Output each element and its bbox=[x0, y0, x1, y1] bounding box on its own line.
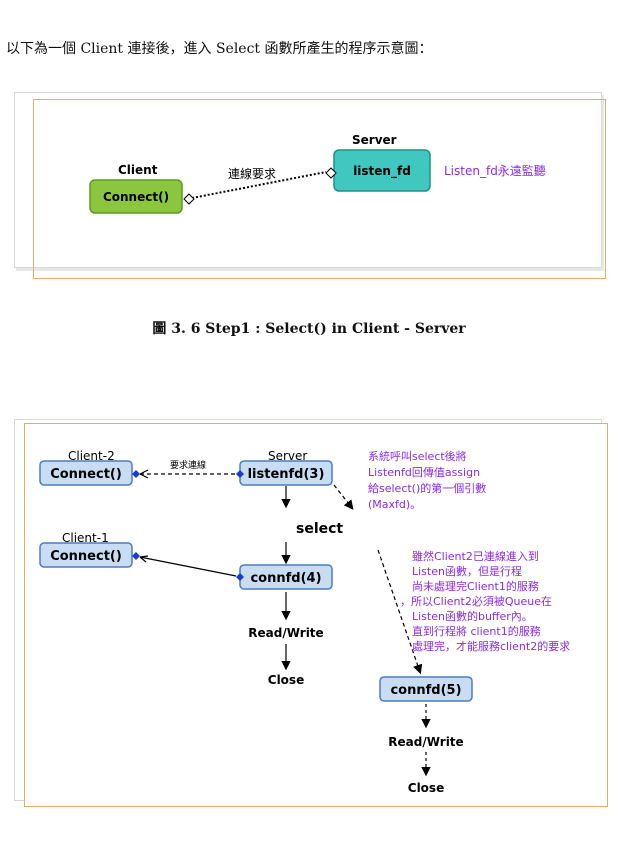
fig1-arrow-label: 連線要求 bbox=[228, 166, 276, 181]
fig2-note-mid-line: 尚未處理完Client1的服務 bbox=[412, 579, 539, 593]
fig2-note-mid-line: Listen函數，但是行程 bbox=[412, 565, 522, 578]
fig2-rw2: Read/Write bbox=[388, 735, 463, 749]
fig2-diamond-left bbox=[132, 470, 140, 478]
fig2-note-top-line: 給select()的第一個引數 bbox=[368, 481, 486, 495]
fig2-select-label: select bbox=[296, 521, 343, 537]
fig2-note-top: 系統呼叫select後將 Listenfd回傳值assign 給select()… bbox=[368, 449, 486, 511]
fig2-connfd4-box-text: connfd(4) bbox=[250, 571, 321, 586]
fig1-server-box-text: listen_fd bbox=[353, 164, 411, 179]
fig2-dashed-to-note bbox=[333, 484, 354, 510]
fig2-note-top-line: 系統呼叫select後將 bbox=[368, 449, 467, 463]
fig1-server-label: Server bbox=[352, 133, 397, 147]
fig2-note-mid: 雖然Client2已連線進入到 Listen函數，但是行程 尚未處理完Clien… bbox=[400, 549, 570, 653]
figure1-diagram: Client Connect() Server listen_fd 連線要求 L… bbox=[89, 133, 546, 214]
fig1-client-box bbox=[89, 179, 183, 214]
fig1-request-arrow bbox=[191, 171, 327, 199]
fig2-dashed-queue-arrow bbox=[377, 549, 423, 675]
fig2-close2: Close bbox=[408, 781, 444, 795]
fig2-diamond-right bbox=[236, 470, 244, 478]
fig2-client1-box-text: Connect() bbox=[50, 549, 122, 564]
fig2-note-mid-line: 處理完，才能服務client2的要求 bbox=[412, 639, 570, 653]
fig1-client-label: Client bbox=[118, 163, 158, 177]
fig2-connfd5-box bbox=[379, 676, 473, 702]
fig2-listenfd-box-text: listenfd(3) bbox=[248, 467, 325, 482]
figure1-inner-frame bbox=[33, 99, 606, 279]
fig2-diamond-c1 bbox=[132, 552, 140, 560]
fig2-note-mid-line: 直到行程將 client1的服務 bbox=[412, 624, 541, 638]
fig2-connfd5-box-text: connfd(5) bbox=[390, 683, 461, 698]
fig2-client1-connfd4-line bbox=[139, 556, 237, 577]
fig2-client2-label: Client-2 bbox=[68, 449, 115, 463]
fig1-note: Listen_fd永遠監聽 bbox=[444, 163, 546, 178]
fig2-note-mid-line: Listen函數的buffer內。 bbox=[412, 609, 533, 623]
intro-text: 以下為一個 Client 連接後，進入 Select 函數所產生的程序示意圖： bbox=[6, 41, 433, 57]
fig2-server-label: Server bbox=[268, 449, 307, 463]
fig2-diamond-connfd4 bbox=[236, 573, 244, 581]
fig2-note-mid-line: ，所以Client2必須被Queue在 bbox=[400, 595, 552, 608]
fig2-rw1: Read/Write bbox=[248, 626, 323, 640]
fig2-request-label: 要求連線 bbox=[170, 459, 206, 471]
fig1-diamond-right bbox=[325, 167, 337, 179]
figure2-inner-frame bbox=[24, 423, 608, 807]
fig2-client2-box-text: Connect() bbox=[50, 467, 122, 482]
figure1-caption: 圖 3. 6 Step1 : Select() in Client - Serv… bbox=[152, 321, 466, 337]
fig2-close1: Close bbox=[268, 673, 304, 687]
fig1-client-box-text: Connect() bbox=[103, 190, 169, 204]
fig2-client2-box bbox=[39, 460, 133, 486]
fig2-note-top-line: Listenfd回傳值assign bbox=[368, 466, 480, 479]
fig2-note-top-line: (Maxfd)。 bbox=[368, 498, 421, 511]
fig2-note-mid-line: 雖然Client2已連線進入到 bbox=[412, 549, 539, 563]
fig2-client1-label: Client-1 bbox=[62, 531, 109, 545]
fig2-client1-box bbox=[39, 542, 133, 568]
fig1-diamond-left bbox=[183, 193, 195, 205]
